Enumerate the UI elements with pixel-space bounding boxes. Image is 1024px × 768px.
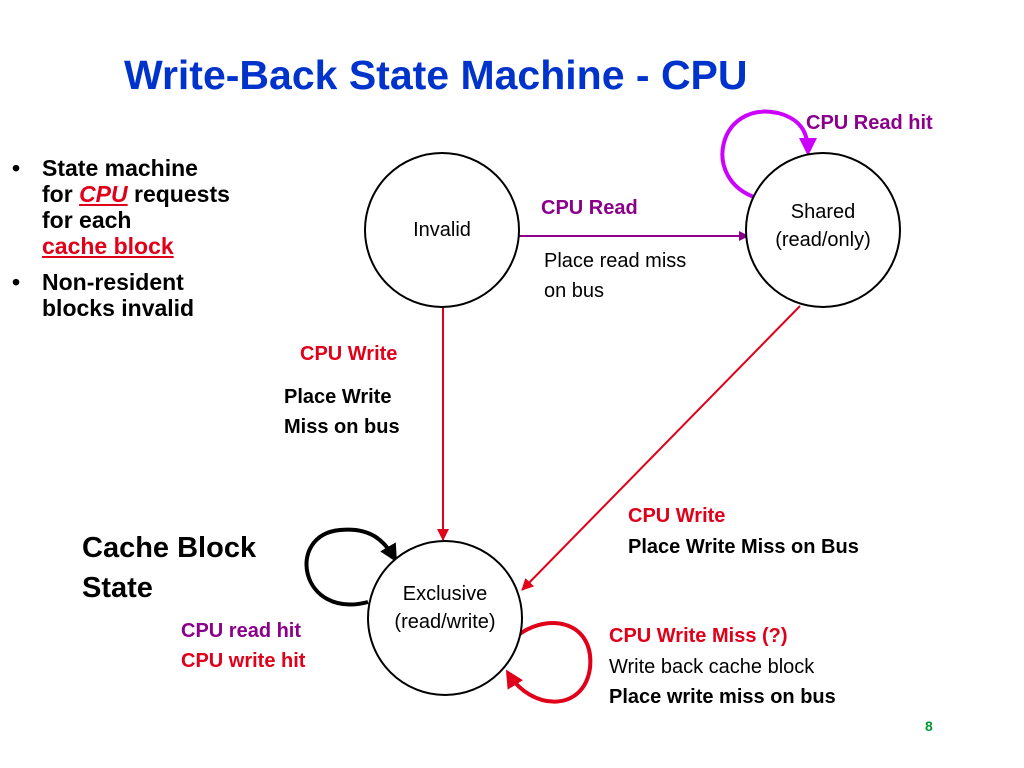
exclusive-self-right-action-line-2: Place write miss on bus — [609, 686, 836, 708]
exclusive-self-loop-right-arrow — [505, 621, 593, 704]
state-shared-line-2: (read/only) — [775, 229, 871, 251]
bullet-1-requests: requests — [134, 181, 230, 207]
shared-to-exclusive-action-label: Place Write Miss on Bus — [628, 536, 859, 558]
page-number: 8 — [925, 718, 933, 734]
bullet-1-line-3: for each — [42, 207, 132, 233]
invalid-to-exclusive-action-line-1: Place Write — [284, 386, 392, 408]
shared-to-exclusive-arrow — [521, 305, 801, 591]
state-shared-circle — [745, 152, 901, 308]
bullet-2-line-1: Non-resident — [42, 269, 184, 295]
bullet-2-line-2: blocks invalid — [42, 295, 195, 321]
bullet-1-line-1: State machine — [42, 155, 198, 181]
invalid-to-exclusive-action-line-2: Miss on bus — [284, 416, 400, 438]
invalid-to-shared-action-line-1: Place read miss — [544, 250, 687, 272]
cache-block-state-line-1: Cache Block — [82, 532, 257, 564]
exclusive-self-left-line-2: CPU write hit — [181, 650, 306, 672]
slide-title: Write-Back State Machine - CPU — [124, 52, 748, 98]
state-exclusive-label: Exclusive (read/write) — [375, 580, 515, 636]
bullet-list: • State machine for CPU requests for eac… — [8, 155, 230, 331]
exclusive-self-loop-left-arrow — [304, 527, 398, 607]
bullet-item-2: • Non-resident blocks invalid — [8, 269, 230, 321]
bullet-1-cpu: CPU — [79, 181, 128, 207]
bullet-dot: • — [12, 155, 21, 181]
invalid-to-exclusive-event-label: CPU Write — [300, 343, 398, 365]
state-shared-label: Shared (read/only) — [753, 198, 893, 254]
bullet-1-line-2: for CPU requests — [42, 181, 230, 207]
exclusive-self-right-action-line-1: Write back cache block — [609, 656, 815, 678]
state-invalid-circle — [364, 152, 520, 308]
cache-block-state-label: Cache Block State — [82, 528, 256, 608]
state-exclusive-circle — [367, 540, 523, 696]
exclusive-self-right-action-label: Write back cache block Place write miss … — [609, 652, 836, 712]
cache-block-state-line-2: State — [82, 572, 153, 604]
state-exclusive-line-2: (read/write) — [394, 611, 496, 633]
bullet-1-for: for — [42, 181, 73, 207]
exclusive-self-left-label: CPU read hit CPU write hit — [181, 616, 305, 676]
shared-self-loop-arrow — [720, 109, 817, 200]
bullet-dot: • — [12, 269, 21, 295]
invalid-to-exclusive-action-label: Place Write Miss on bus — [284, 382, 400, 442]
exclusive-self-right-event-label: CPU Write Miss (?) — [609, 625, 788, 647]
shared-self-loop-label: CPU Read hit — [806, 112, 933, 134]
state-invalid-label: Invalid — [413, 219, 471, 241]
state-exclusive-line-1: Exclusive — [402, 583, 488, 605]
shared-to-exclusive-event-label: CPU Write — [628, 505, 726, 527]
invalid-to-shared-action-line-2: on bus — [544, 280, 605, 302]
bullet-1-cache-block: cache block — [42, 233, 174, 259]
state-shared-line-1: Shared — [790, 201, 856, 223]
invalid-to-shared-event-label: CPU Read — [541, 197, 638, 219]
bullet-item-1: • State machine for CPU requests for eac… — [8, 155, 230, 259]
exclusive-self-left-line-1: CPU read hit — [181, 620, 302, 642]
invalid-to-shared-action-label: Place read miss on bus — [544, 246, 686, 306]
